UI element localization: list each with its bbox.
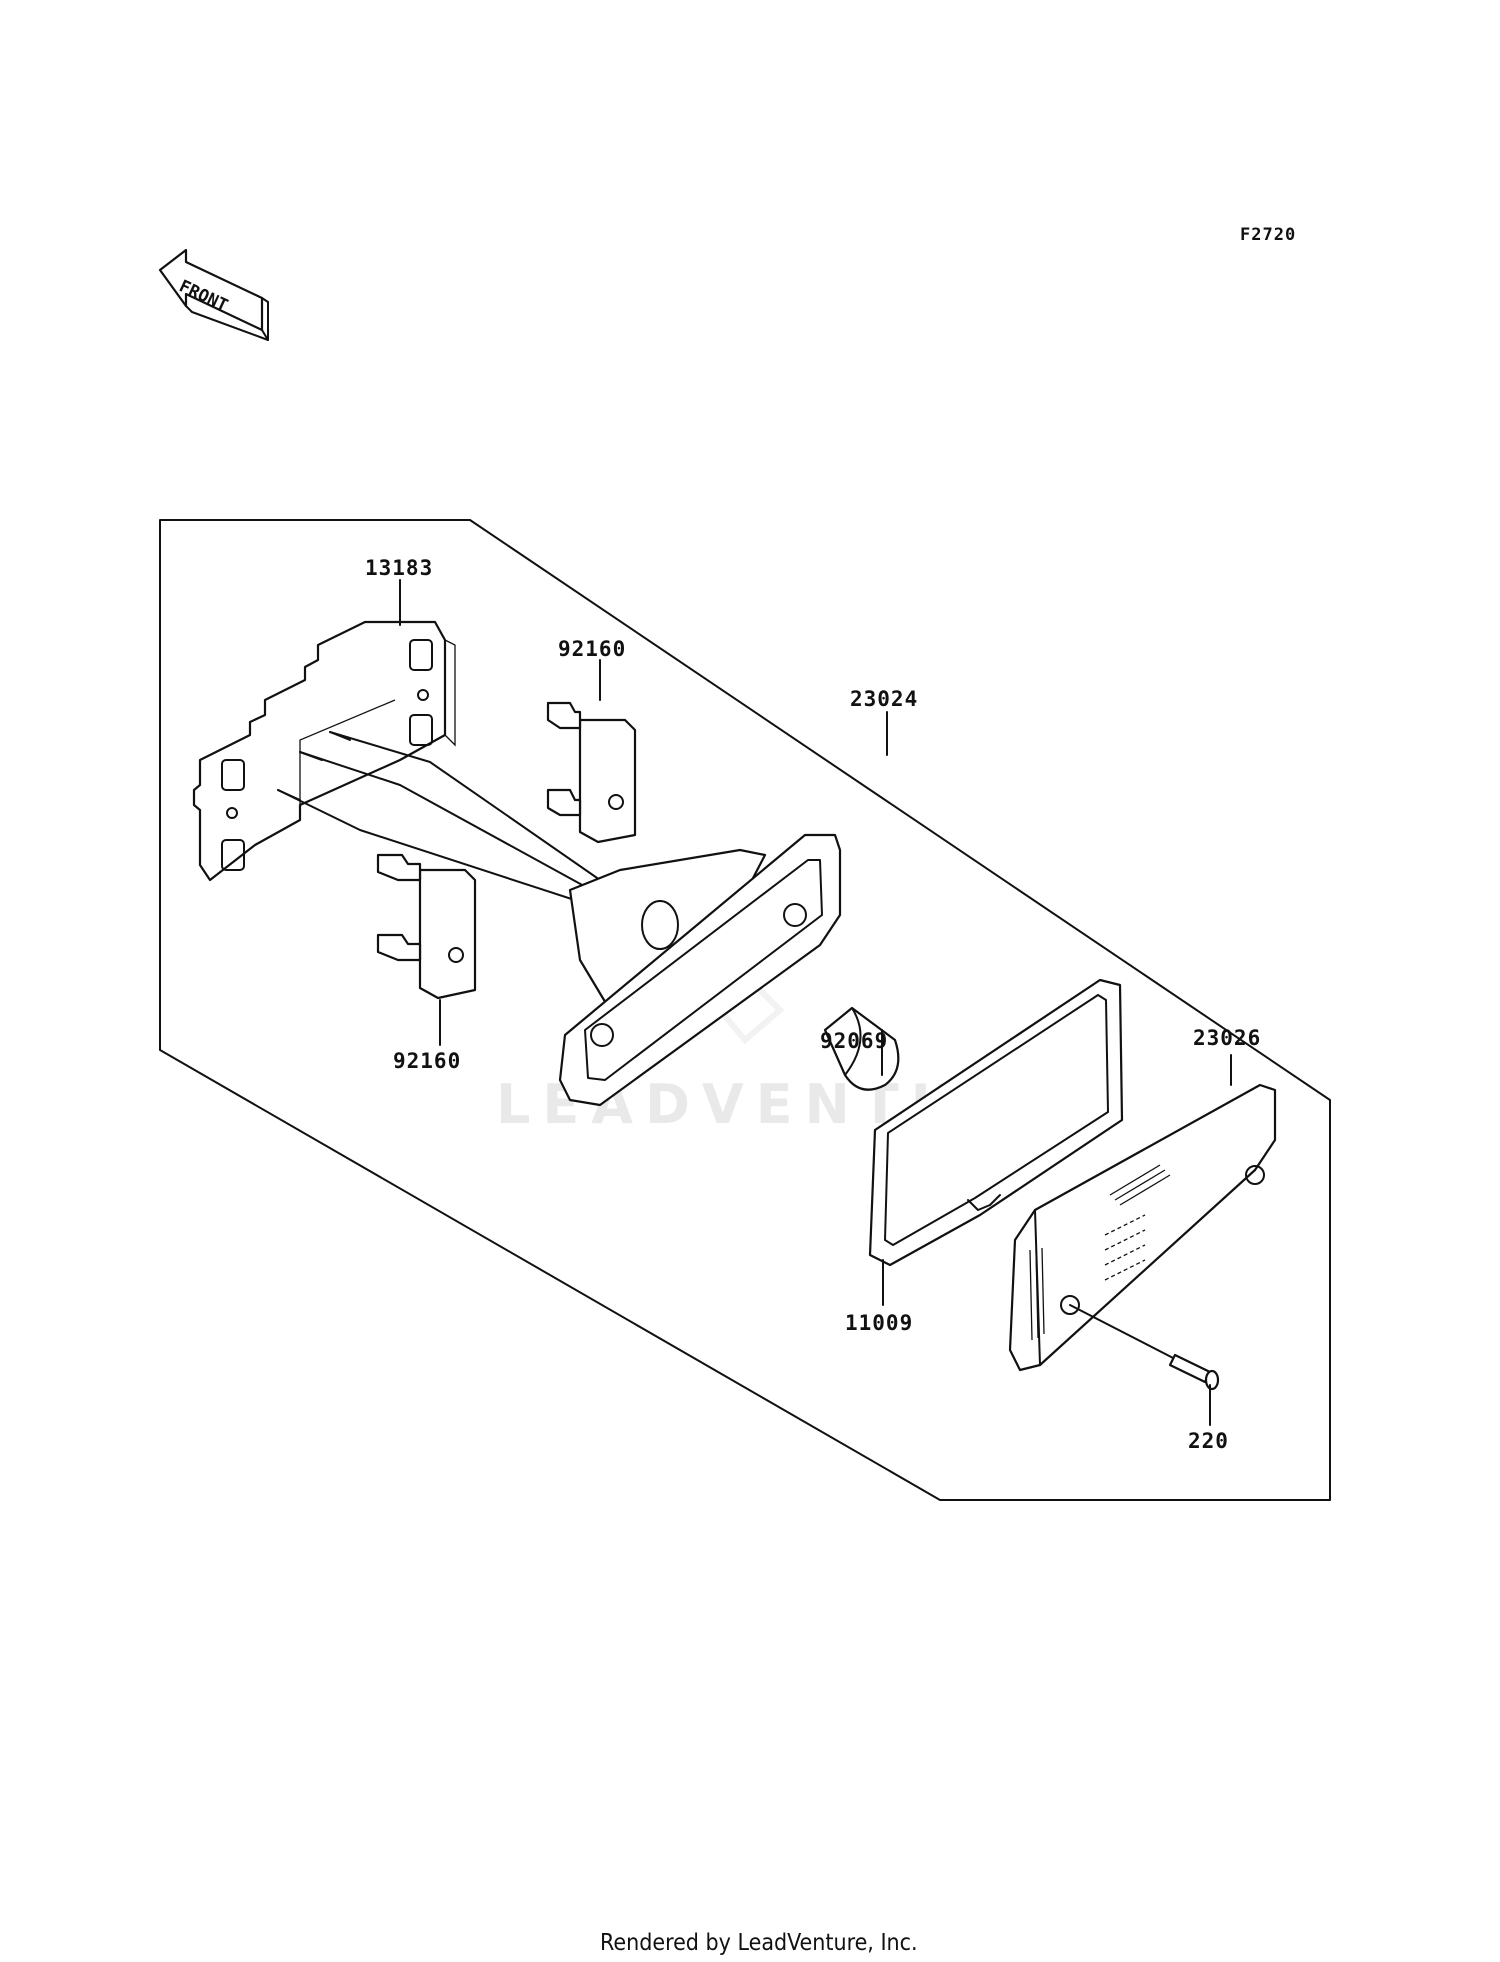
gasket-11009	[868, 978, 1124, 1267]
callout-11009: 11009	[845, 1311, 913, 1335]
callout-23024: 23024	[850, 687, 918, 711]
bracket-13183	[192, 620, 456, 882]
footer-credit: Rendered by LeadVenture, Inc.	[600, 1930, 918, 1956]
front-arrow-icon: FRONT	[158, 248, 269, 341]
lamp-housing-23024	[558, 833, 842, 1107]
callout-13183: 13183	[365, 556, 433, 580]
callout-92160-lower: 92160	[393, 1049, 461, 1073]
callout-92069: 92069	[820, 1029, 888, 1053]
socket-upper-92160	[546, 701, 637, 844]
callout-23026: 23026	[1193, 1026, 1261, 1050]
leader-lines	[399, 579, 1232, 1426]
bulb-92069	[823, 1006, 900, 1091]
wires	[277, 731, 601, 906]
diagram-code: F2720	[1240, 225, 1296, 245]
screw-220	[1069, 1304, 1220, 1391]
callout-220: 220	[1188, 1429, 1229, 1453]
callout-92160-upper: 92160	[558, 637, 626, 661]
assembly-boundary	[159, 519, 1331, 1501]
lens-23026	[1008, 1083, 1277, 1372]
socket-lower-92160	[376, 853, 477, 1000]
